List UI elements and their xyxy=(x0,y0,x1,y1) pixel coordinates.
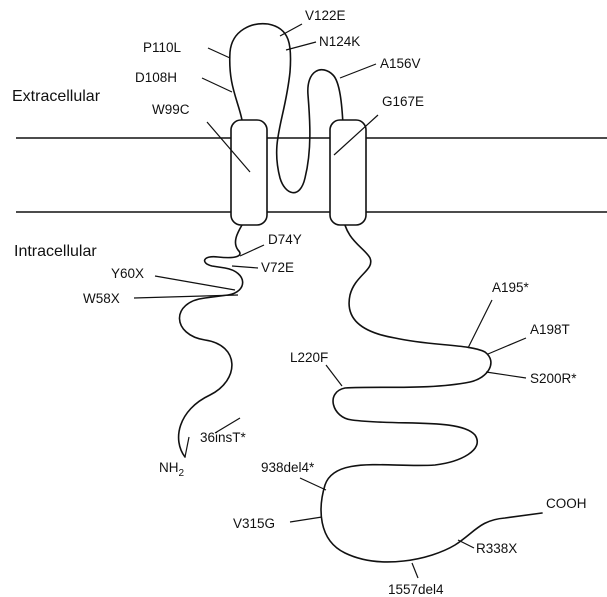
mutation-label-s200r: S200R* xyxy=(530,371,577,386)
leader-y60x xyxy=(155,276,235,290)
leader-nh2 xyxy=(185,437,189,457)
mutation-label-g167e: G167E xyxy=(382,94,424,109)
mutation-label-w99c: W99C xyxy=(152,102,190,117)
n-terminus-subscript: 2 xyxy=(179,468,185,479)
transmembrane-helix-2 xyxy=(330,120,366,225)
mutation-label-938del4: 938del4* xyxy=(261,460,315,475)
leader-v315g xyxy=(290,517,322,522)
mutation-label-v72e: V72E xyxy=(261,260,294,275)
leader-p110l xyxy=(208,48,230,58)
leader-d108h xyxy=(202,78,232,92)
mutation-label-r338x: R338X xyxy=(476,541,517,556)
mutation-labels: V122E P110L N124K A156V D108H W99C G167E… xyxy=(83,8,577,597)
leader-n124k xyxy=(286,42,316,50)
intracellular-label: Intracellular xyxy=(14,243,97,260)
leader-a198t xyxy=(488,338,526,354)
mutation-label-v315g: V315G xyxy=(233,516,275,531)
mutation-label-v122e: V122E xyxy=(305,8,346,23)
n-terminus-label: NH2 xyxy=(159,460,185,479)
mutation-label-d108h: D108H xyxy=(135,70,177,85)
mutation-label-p110l: P110L xyxy=(143,40,182,55)
mutation-label-d74y: D74Y xyxy=(268,232,302,247)
leader-938del4 xyxy=(300,478,326,490)
leader-a156v xyxy=(340,64,376,78)
mutation-label-n124k: N124K xyxy=(319,34,360,49)
protein-chain xyxy=(179,24,542,562)
transmembrane-helix-1 xyxy=(231,120,267,225)
mutation-label-l220f: L220F xyxy=(290,350,328,365)
mutation-label-1557del4: 1557del4 xyxy=(388,582,444,597)
leader-d74y xyxy=(240,245,264,256)
leader-s200r xyxy=(486,372,526,378)
leader-r338x xyxy=(458,540,474,548)
n-terminus-text: NH xyxy=(159,460,179,475)
extracellular-label: Extracellular xyxy=(12,88,101,105)
mutation-label-a198t: A198T xyxy=(530,322,570,337)
mutation-label-w58x: W58X xyxy=(83,291,120,306)
leader-v72e xyxy=(232,266,258,268)
leader-a195 xyxy=(468,300,492,348)
leader-1557del4 xyxy=(412,563,418,578)
mutation-label-y60x: Y60X xyxy=(111,266,144,281)
leader-l220f xyxy=(326,365,342,386)
mutation-label-a156v: A156V xyxy=(380,56,421,71)
c-terminus-label: COOH xyxy=(546,496,587,511)
mutation-label-a195: A195* xyxy=(492,280,530,295)
mutation-label-36inst: 36insT* xyxy=(200,430,247,445)
leader-v122e xyxy=(280,24,302,36)
